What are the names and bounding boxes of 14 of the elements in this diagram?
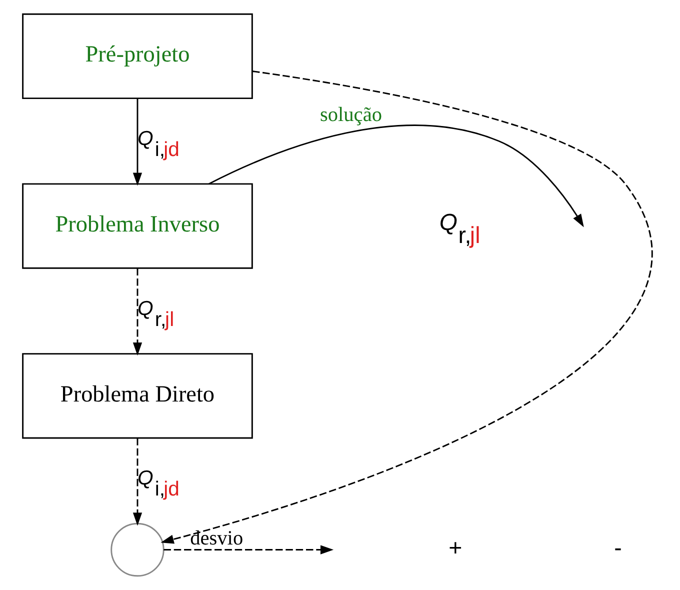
node-box: Pré-projeto xyxy=(22,13,253,100)
node-circle xyxy=(110,522,164,577)
label: + xyxy=(448,534,462,560)
edge-label: desvio xyxy=(190,527,244,550)
arrow xyxy=(208,124,584,228)
edge-label: solução xyxy=(320,104,382,126)
node-box: Problema Inverso xyxy=(22,183,253,269)
node-box: Problema Direto xyxy=(22,353,253,439)
label: - xyxy=(614,534,622,560)
arrow xyxy=(132,438,142,526)
arrow xyxy=(160,70,652,544)
arrow xyxy=(132,268,142,356)
arrow xyxy=(164,545,334,554)
arrow xyxy=(132,98,142,186)
